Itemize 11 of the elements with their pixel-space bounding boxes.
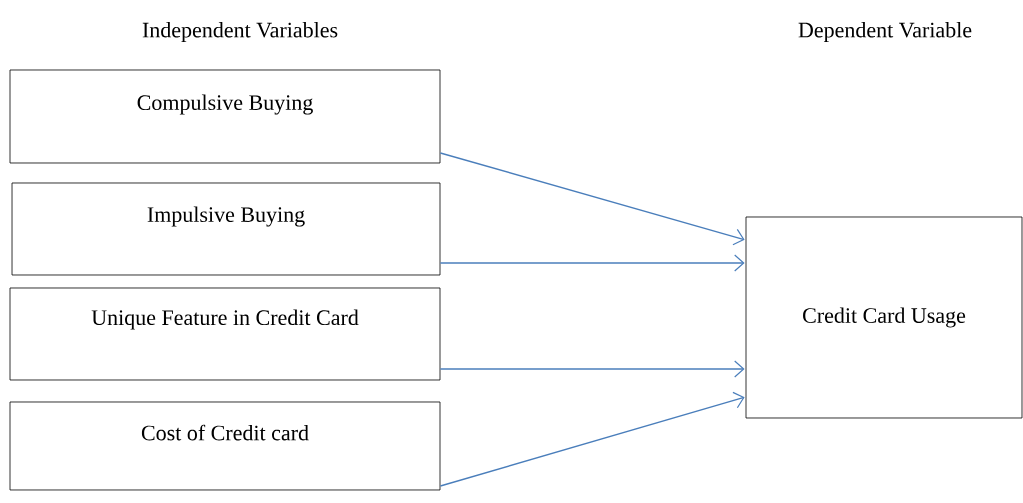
column-heading: Independent Variables	[142, 22, 338, 42]
column-heading: Dependent Variable	[798, 22, 972, 42]
variable-box: Unique Feature in Credit Card	[9, 287, 441, 381]
arrow	[439, 360, 745, 378]
arrow	[439, 391, 745, 487]
variable-box: Compulsive Buying	[9, 69, 441, 164]
variable-box: Cost of Credit card	[9, 401, 441, 491]
arrow	[439, 254, 745, 272]
variable-box: Impulsive Buying	[11, 182, 441, 276]
arrow	[439, 152, 745, 246]
variable-box: Credit Card Usage	[745, 216, 1023, 419]
